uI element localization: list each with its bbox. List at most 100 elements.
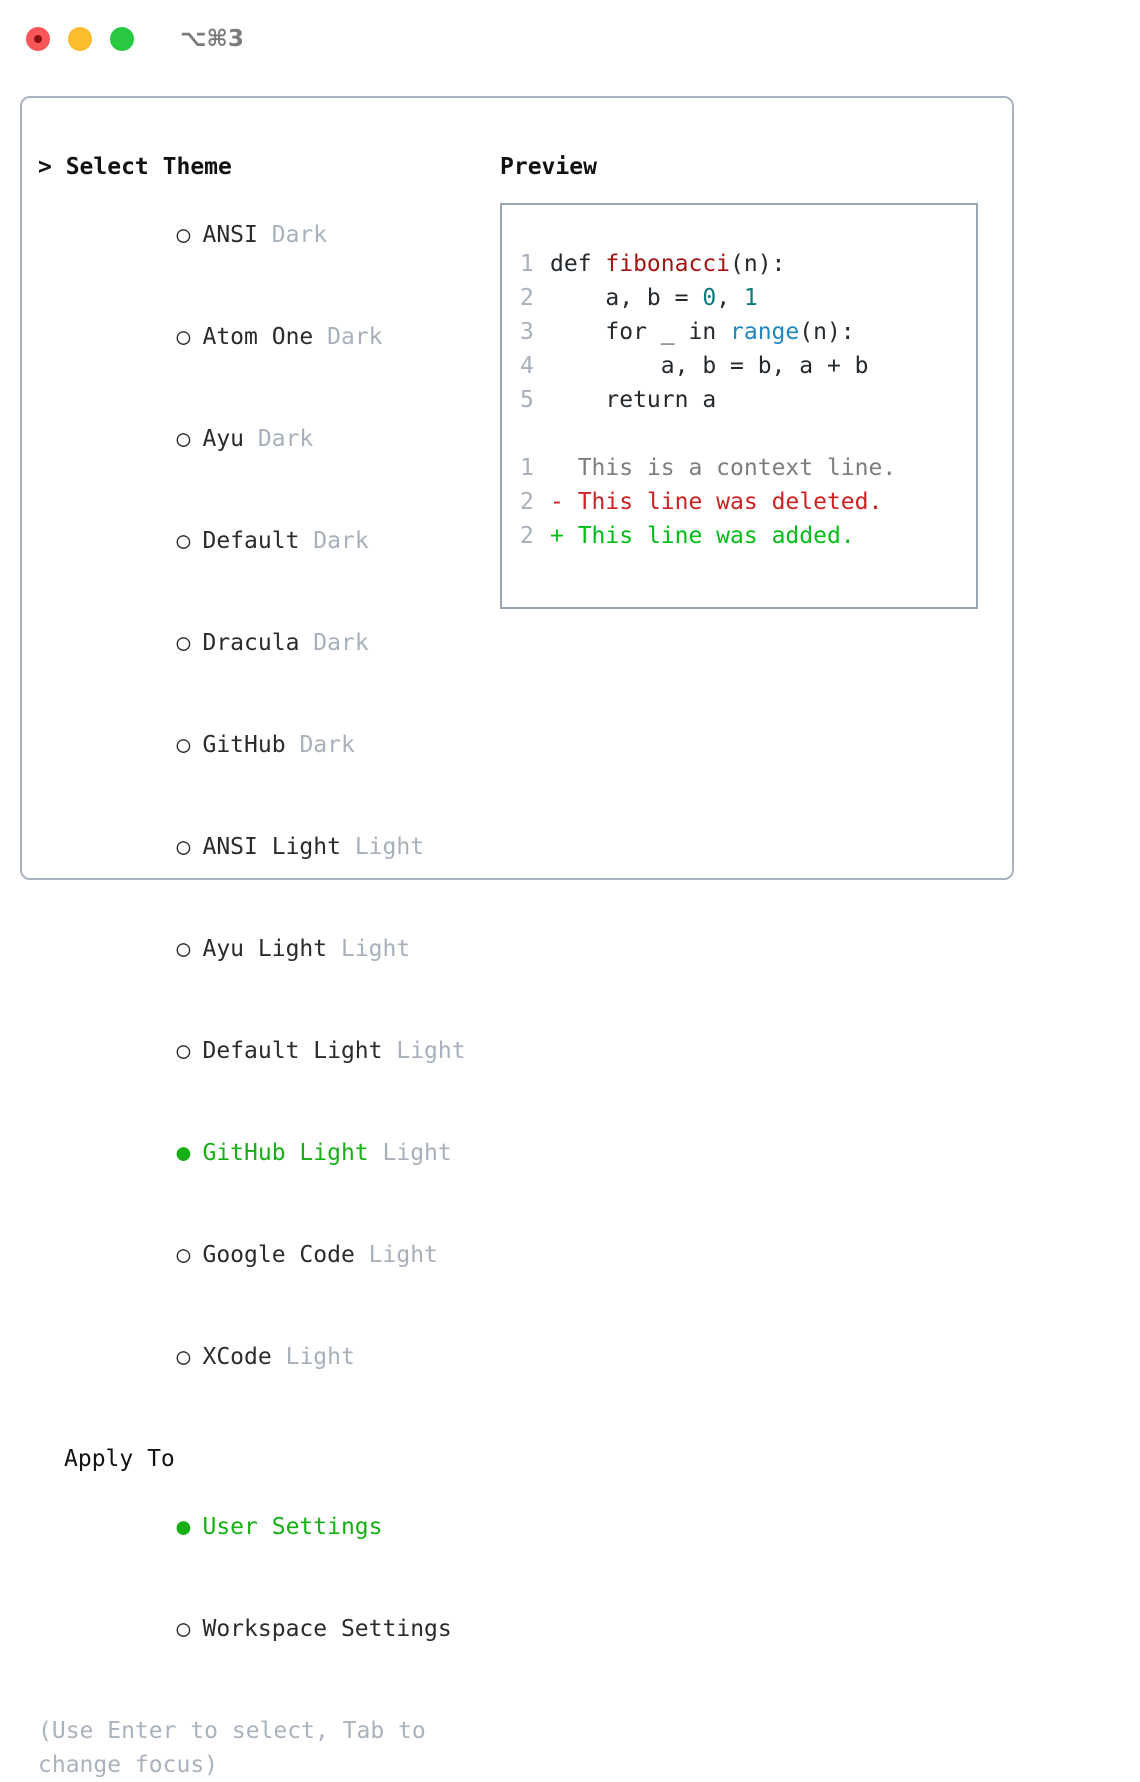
theme-name: GitHub Light (202, 1140, 369, 1166)
diff-sign (550, 455, 564, 481)
close-button-icon[interactable] (26, 27, 50, 51)
theme-name: Default (202, 528, 300, 554)
theme-variant: Light (354, 834, 425, 860)
code-token: return a (550, 387, 717, 413)
theme-name: XCode (202, 1344, 272, 1370)
line-number: 2 (520, 285, 534, 311)
theme-list-item[interactable]: ○ANSI Dark (38, 184, 478, 286)
preview-spacer (520, 417, 976, 451)
theme-list-item[interactable]: ○ Default Dark (38, 490, 478, 592)
radio-icon: ○ (176, 1616, 191, 1642)
theme-list-item[interactable]: ○ Dracula Dark (38, 592, 478, 694)
theme-name: GitHub (202, 732, 286, 758)
theme-name: Atom One (202, 324, 314, 350)
theme-list-item[interactable]: ○ Atom One Dark (38, 286, 478, 388)
preview-header: Preview (500, 154, 597, 180)
code-sample: 1 def fibonacci (n): 2 a, b = 0, 1 3 for _… (520, 247, 976, 417)
line-number: 2 (520, 489, 534, 515)
theme-picker-column: > Select Theme ○ ANSI Dark ○ Atom One Dark… (38, 150, 478, 1782)
theme-variant: Light (368, 1242, 438, 1268)
keyboard-hint-text: (Use Enter to select, Tab to change focu… (38, 1718, 426, 1778)
radio-icon: ○ (176, 1344, 191, 1370)
line-number: 5 (520, 387, 534, 413)
theme-list-item[interactable]: ○Ayu Dark (38, 388, 478, 490)
apply-to-item-user-settings[interactable]: ●User Settings (38, 1476, 478, 1578)
theme-name: Default Light (202, 1038, 383, 1064)
code-token-number: 0 (702, 285, 717, 311)
minimize-button-icon[interactable] (68, 27, 92, 51)
window-shortcut-label: ⌥⌘3 (180, 26, 244, 52)
radio-icon: ○ (176, 426, 191, 452)
radio-icon: ○ (176, 528, 191, 554)
code-token: for _ in (550, 319, 731, 345)
theme-name: Dracula (202, 630, 300, 656)
theme-list-item[interactable]: ○GitHub Dark (38, 694, 478, 796)
theme-list-item-selected[interactable]: ● GitHub Light Light (38, 1102, 478, 1204)
radio-icon: ○ (176, 222, 191, 248)
theme-variant: Dark (313, 630, 369, 656)
maximize-button-icon[interactable] (110, 27, 134, 51)
apply-to-item-workspace-settings[interactable]: ○Workspace Settings (38, 1578, 478, 1680)
diff-sign: - (550, 489, 564, 515)
diff-text: This line was added. (563, 523, 855, 549)
diff-sign: + (550, 523, 564, 549)
code-line: 5 return a (520, 383, 976, 417)
preview-box: 1 def fibonacci (n): 2 a, b = 0, 1 3 for _… (500, 203, 978, 609)
theme-variant: Dark (327, 324, 383, 350)
theme-variant: Light (382, 1140, 452, 1166)
theme-variant: Dark (313, 528, 369, 554)
line-number: 1 (520, 455, 534, 481)
theme-name: Ayu Light (202, 936, 328, 962)
diff-text: This line was deleted. (563, 489, 883, 515)
theme-list-item[interactable]: ○ ANSI Light Light (38, 796, 478, 898)
diff-line-context: 1 This is a context line. (520, 451, 976, 485)
window-titlebar: ⌥⌘3 (0, 0, 1140, 78)
diff-line-added: 2+ This line was added. (520, 519, 976, 553)
code-line: 2 a, b = 0, 1 (520, 281, 976, 315)
theme-name: Google Code (202, 1242, 355, 1268)
theme-list-item[interactable]: ○ Default Light Light (38, 1000, 478, 1102)
radio-icon: ○ (176, 630, 191, 656)
close-inner-dot (34, 35, 42, 43)
diff-text: This is a context line. (563, 455, 897, 481)
apply-to-list: ●User Settings ○Workspace Settings (38, 1476, 478, 1680)
radio-icon: ○ (176, 1038, 191, 1064)
code-token-call: range (730, 319, 800, 345)
radio-icon: ○ (176, 834, 191, 860)
line-number: 4 (520, 353, 534, 379)
diff-sample: 1 This is a context line. 2- This line w… (520, 451, 976, 553)
code-token: , (716, 285, 744, 311)
radio-selected-icon: ● (176, 1140, 191, 1166)
theme-list-item[interactable]: ○Ayu Light Light (38, 898, 478, 1000)
code-token: def (550, 251, 606, 277)
theme-list-item[interactable]: ○ XCode Light (38, 1306, 478, 1408)
code-token-number: 1 (743, 285, 758, 311)
theme-name: ANSI (202, 222, 258, 248)
hint-spacer (38, 1680, 478, 1714)
radio-selected-icon: ● (176, 1514, 191, 1540)
apply-to-header: Apply To (64, 1446, 175, 1472)
code-line: 3 for _ in range(n): (520, 315, 976, 349)
theme-variant: Light (396, 1038, 466, 1064)
select-theme-header: > Select Theme (38, 154, 232, 180)
radio-icon: ○ (176, 324, 191, 350)
code-token: a, b = b, a + b (550, 353, 869, 379)
diff-line-deleted: 2- This line was deleted. (520, 485, 976, 519)
theme-list: ○ ANSI Dark ○ Atom One Dark ○ Ayu Dark ○ Def… (38, 184, 478, 1408)
code-token: (n): (799, 319, 855, 345)
list-spacer (38, 1408, 478, 1442)
theme-variant: Light (285, 1344, 355, 1370)
code-token: a, b = (550, 285, 703, 311)
radio-icon: ○ (176, 936, 191, 962)
line-number: 1 (520, 251, 534, 277)
line-number: 3 (520, 319, 534, 345)
radio-icon: ○ (176, 1242, 191, 1268)
theme-name: ANSI Light (202, 834, 341, 860)
theme-list-item[interactable]: ○ Google Code Light (38, 1204, 478, 1306)
code-token-function: fibonacci (605, 251, 731, 277)
preview-column: Preview 1 def fibonacci (n): 2 a, b = 0, 1… (500, 150, 1000, 609)
main-panel: > Select Theme ○ ANSI Dark ○ Atom One Dark… (20, 96, 1014, 1778)
theme-name: Ayu (202, 426, 245, 452)
